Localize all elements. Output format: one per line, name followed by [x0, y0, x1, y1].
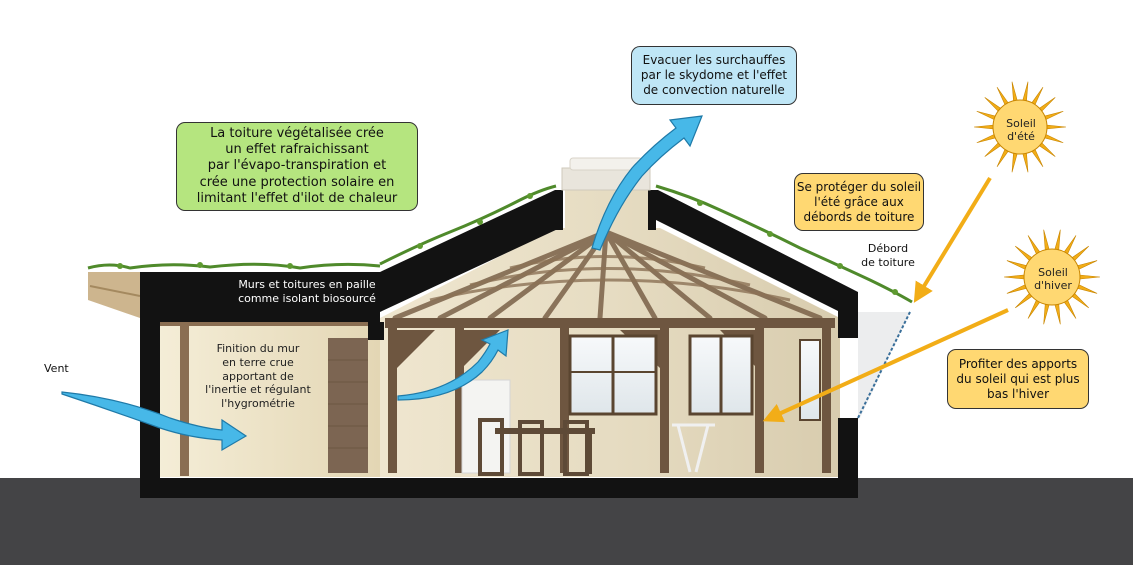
sun-icon [1003, 229, 1101, 325]
green-roof-text: La toiture végétalisée crée un effet raf… [196, 125, 398, 206]
evacuate-text: Evacuer les surchauffes par le skydome e… [640, 53, 788, 97]
summer-protect-text: Se protéger du soleil l'été grâce aux dé… [796, 179, 922, 224]
winter-benefit-note: Profiter des apports du soleil qui est p… [947, 349, 1089, 409]
evacuate-note: Evacuer les surchauffes par le skydome e… [631, 46, 797, 105]
door [328, 338, 368, 473]
winter-benefit-text: Profiter des apports du soleil qui est p… [956, 356, 1080, 401]
green-roof-note: La toiture végétalisée crée un effet raf… [176, 122, 418, 211]
wind-label: Vent [44, 362, 69, 375]
winter-sun-label: Soleil d'hiver [1034, 266, 1072, 293]
roof-rafters [392, 229, 823, 321]
summer-sun-label: Soleil d'été [1006, 117, 1036, 144]
summer-protect-note: Se protéger du soleil l'été grâce aux dé… [794, 173, 924, 231]
windows [568, 334, 821, 421]
sun-icon [973, 81, 1067, 173]
winter-sun-ray [762, 308, 1009, 423]
convection-arrow-lower [397, 329, 509, 401]
earth-finish-label: Finition du mur en terre crue apportant … [205, 342, 311, 410]
summer-sun-ray [913, 176, 992, 303]
stools [672, 423, 715, 473]
walls-roof-straw-label: Murs et toitures en paille comme isolant… [238, 278, 376, 305]
left-overhang [88, 272, 140, 318]
convection-arrow-upper [591, 115, 703, 251]
overhang-label: Débord de toiture [861, 242, 915, 269]
dining-set [478, 418, 595, 476]
wind-arrow [61, 391, 248, 452]
